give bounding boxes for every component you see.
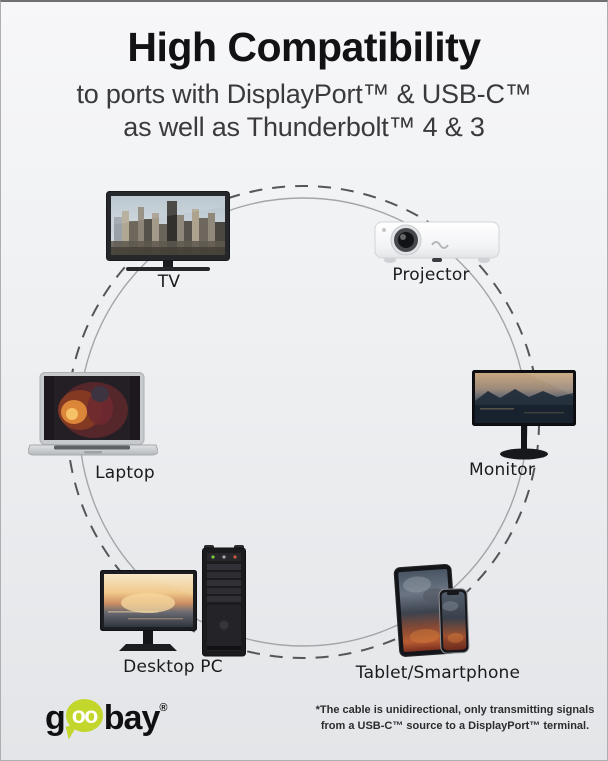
goobay-logo: g oo bay ® — [45, 699, 168, 743]
logo-letter-g: g — [45, 699, 66, 737]
laptop-label: Laptop — [95, 463, 155, 483]
tablet-smartphone-image — [393, 562, 485, 667]
projector-label: Projector — [392, 265, 470, 285]
tv-label: TV — [157, 272, 181, 292]
logo-letters-oo: oo — [71, 702, 99, 728]
subtitle-line-1: to ports with DisplayPort™ & USB-C™ — [76, 79, 532, 109]
monitor-label: Monitor — [468, 460, 536, 480]
tv-image — [106, 191, 230, 282]
monitor-image — [472, 370, 576, 469]
page-title: High Compatibility — [127, 24, 481, 70]
desktop-pc-image — [98, 545, 248, 664]
tablet-smartphone-label: Tablet/Smartphone — [355, 663, 521, 683]
footnote-line-1: *The cable is unidirectional, only trans… — [315, 704, 595, 716]
projector-image — [374, 221, 500, 270]
subtitle-line-2: as well as Thunderbolt™ 4 & 3 — [123, 112, 485, 142]
laptop-image — [27, 372, 159, 465]
desktop-pc-label: Desktop PC — [123, 657, 223, 677]
logo-letters-bay: bay — [103, 699, 161, 737]
registered-trademark-icon: ® — [159, 702, 168, 714]
logo-speech-bubble: oo — [65, 699, 103, 732]
footnote: *The cable is unidirectional, only trans… — [307, 702, 603, 734]
footnote-line-2: from a USB-C™ source to a DisplayPort™ t… — [320, 720, 590, 732]
